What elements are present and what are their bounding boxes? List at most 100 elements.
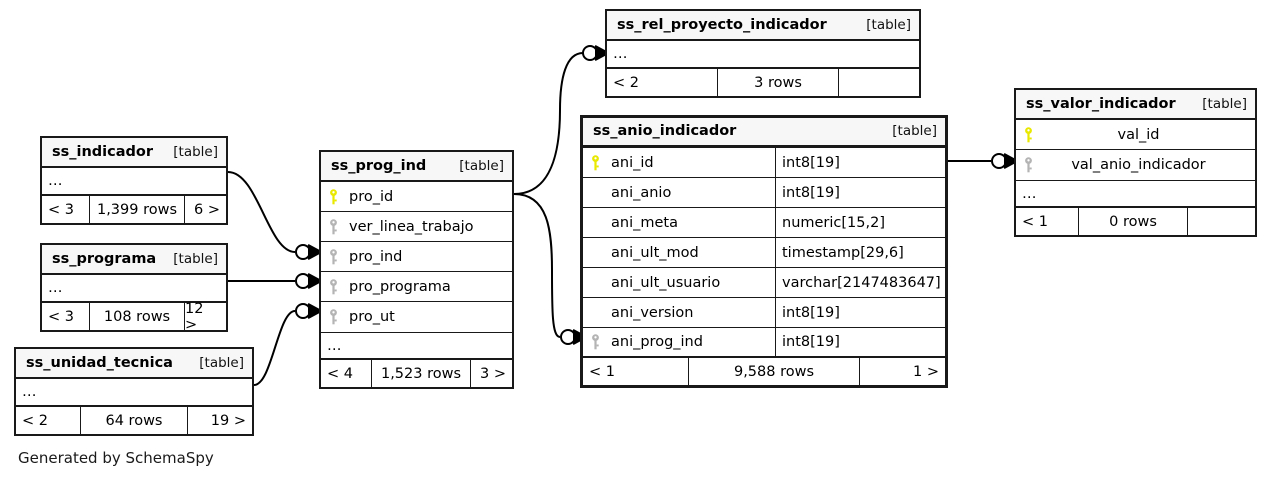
foreign-key-icon [321, 278, 345, 295]
column-name: pro_id [349, 188, 394, 205]
foreign-key-icon [321, 218, 345, 235]
footer-parents-count: < 1 [589, 363, 615, 380]
footer-parents-count: < 3 [48, 308, 74, 325]
table-row[interactable]: ani_meta numeric[15,2] [583, 208, 945, 238]
edge-prog-ind-to-anio-indicador [513, 193, 588, 346]
table-row[interactable]: ver_linea_trabajo [321, 212, 512, 242]
table-row[interactable]: pro_ind [321, 242, 512, 272]
footer-row-count: 64 rows [80, 407, 188, 434]
table-row[interactable]: ani_id int8[19] [583, 148, 945, 178]
edge-indicador-to-prog-ind [227, 171, 323, 261]
table-row[interactable]: ani_version int8[19] [583, 298, 945, 328]
table-type-tag: [table] [173, 143, 218, 160]
table-title: ss_valor_indicador [1026, 95, 1176, 112]
column-name: ani_anio [611, 184, 672, 201]
footer-children-count [839, 69, 919, 96]
table-header: ss_programa [table] [42, 245, 226, 275]
table-row[interactable]: ani_ult_mod timestamp[29,6] [583, 238, 945, 268]
column-type: varchar[2147483647] [775, 268, 945, 297]
table-row[interactable]: pro_id [321, 182, 512, 212]
table-row[interactable]: ani_anio int8[19] [583, 178, 945, 208]
table-type-tag: [table] [173, 250, 218, 267]
column-name: ani_ult_usuario [611, 274, 721, 291]
footer-parents-count: < 1 [1022, 213, 1048, 230]
footer-children-count: 19 > [210, 412, 246, 429]
table-row[interactable]: ani_prog_ind int8[19] [583, 328, 945, 358]
table-footer: < 1 0 rows [1016, 208, 1255, 235]
table-footer: < 3 1,399 rows 6 > [42, 196, 226, 223]
table-footer: < 1 9,588 rows 1 > [583, 358, 945, 385]
column-name: ver_linea_trabajo [349, 218, 474, 235]
footer-row-count: 1,399 rows [89, 196, 185, 223]
table-footer: < 3 108 rows 12 > [42, 300, 226, 333]
column-list: val_id val_anio_indicador [1016, 120, 1255, 180]
table-ss_programa[interactable]: ss_programa [table] … < 3 108 rows 12 > [40, 243, 228, 333]
table-title: ss_anio_indicador [593, 123, 737, 139]
foreign-key-icon [321, 248, 345, 265]
column-name: ani_prog_ind [611, 334, 703, 350]
column-name: pro_programa [349, 278, 451, 295]
hidden-columns-ellipsis: … [1016, 180, 1255, 208]
table-ss_prog_ind[interactable]: ss_prog_ind [table] pro_id ver_linea_tra… [319, 150, 514, 389]
column-name: pro_ut [349, 309, 395, 325]
edge-programa-to-prog-ind [228, 272, 323, 290]
column-list: pro_id ver_linea_trabajo pro_ind pro_pro… [321, 182, 512, 332]
table-type-tag: [table] [199, 354, 244, 371]
table-header: ss_indicador [table] [42, 138, 226, 168]
table-header: ss_valor_indicador [table] [1016, 90, 1255, 120]
footer-parents-count: < 2 [613, 74, 639, 91]
footer-row-count: 9,588 rows [688, 358, 860, 385]
column-list: ani_id int8[19] ani_anio int8[19] ani_me… [583, 148, 945, 358]
column-type: int8[19] [775, 178, 945, 207]
table-type-tag: [table] [1202, 95, 1247, 112]
footer-children-count [1188, 208, 1253, 235]
table-row[interactable]: pro_ut [321, 302, 512, 332]
hidden-columns-ellipsis: … [42, 168, 226, 196]
footer-children-count: 12 > [185, 300, 204, 333]
column-name: ani_version [611, 304, 694, 321]
table-header: ss_rel_proyecto_indicador [table] [607, 11, 919, 41]
table-ss_indicador[interactable]: ss_indicador [table] … < 3 1,399 rows 6 … [40, 136, 228, 225]
table-title: ss_rel_proyecto_indicador [617, 16, 827, 33]
footer-row-count: 0 rows [1078, 208, 1188, 235]
footer-parents-count: < 3 [48, 201, 74, 218]
table-type-tag: [table] [459, 157, 504, 174]
table-row[interactable]: val_anio_indicador [1016, 150, 1255, 180]
footer-children-count: 6 > [194, 201, 220, 218]
edge-unidad-tecnica-to-prog-ind [253, 302, 323, 386]
column-name: ani_meta [611, 214, 678, 231]
primary-key-icon [321, 188, 345, 205]
footer-row-count: 3 rows [717, 69, 839, 96]
primary-key-icon [1016, 126, 1040, 143]
table-ss_rel_proyecto_indicador[interactable]: ss_rel_proyecto_indicador [table] … < 2 … [605, 9, 921, 98]
column-name: ani_id [611, 154, 654, 171]
column-name: pro_ind [349, 248, 403, 265]
table-ss_unidad_tecnica[interactable]: ss_unidad_tecnica [table] … < 2 64 rows … [14, 347, 254, 436]
table-type-tag: [table] [892, 123, 937, 139]
column-name: ani_ult_mod [611, 244, 699, 261]
table-footer: < 4 1,523 rows 3 > [321, 360, 512, 387]
foreign-key-icon [583, 334, 607, 350]
column-name: val_anio_indicador [1071, 157, 1206, 173]
foreign-key-icon [321, 309, 345, 325]
footer-row-count: 108 rows [89, 303, 185, 330]
column-type: timestamp[29,6] [775, 238, 945, 267]
hidden-columns-ellipsis: … [607, 41, 919, 69]
primary-key-icon [583, 154, 607, 171]
table-ss_valor_indicador[interactable]: ss_valor_indicador [table] val_id val_an… [1014, 88, 1257, 237]
hidden-columns-ellipsis: … [42, 275, 226, 303]
table-ss_anio_indicador[interactable]: ss_anio_indicador [table] ani_id int8[19… [580, 115, 948, 388]
footer-children-count: 1 > [913, 363, 939, 380]
generator-credit: Generated by SchemaSpy [18, 449, 214, 467]
table-row[interactable]: val_id [1016, 120, 1255, 150]
table-header: ss_unidad_tecnica [table] [16, 349, 252, 379]
table-title: ss_unidad_tecnica [26, 354, 173, 371]
table-row[interactable]: pro_programa [321, 272, 512, 302]
footer-parents-count: < 4 [327, 365, 353, 382]
column-type: int8[19] [775, 148, 945, 177]
table-row[interactable]: ani_ult_usuario varchar[2147483647] [583, 268, 945, 298]
hidden-columns-ellipsis: … [321, 332, 512, 360]
table-type-tag: [table] [866, 16, 911, 33]
footer-parents-count: < 2 [22, 412, 48, 429]
